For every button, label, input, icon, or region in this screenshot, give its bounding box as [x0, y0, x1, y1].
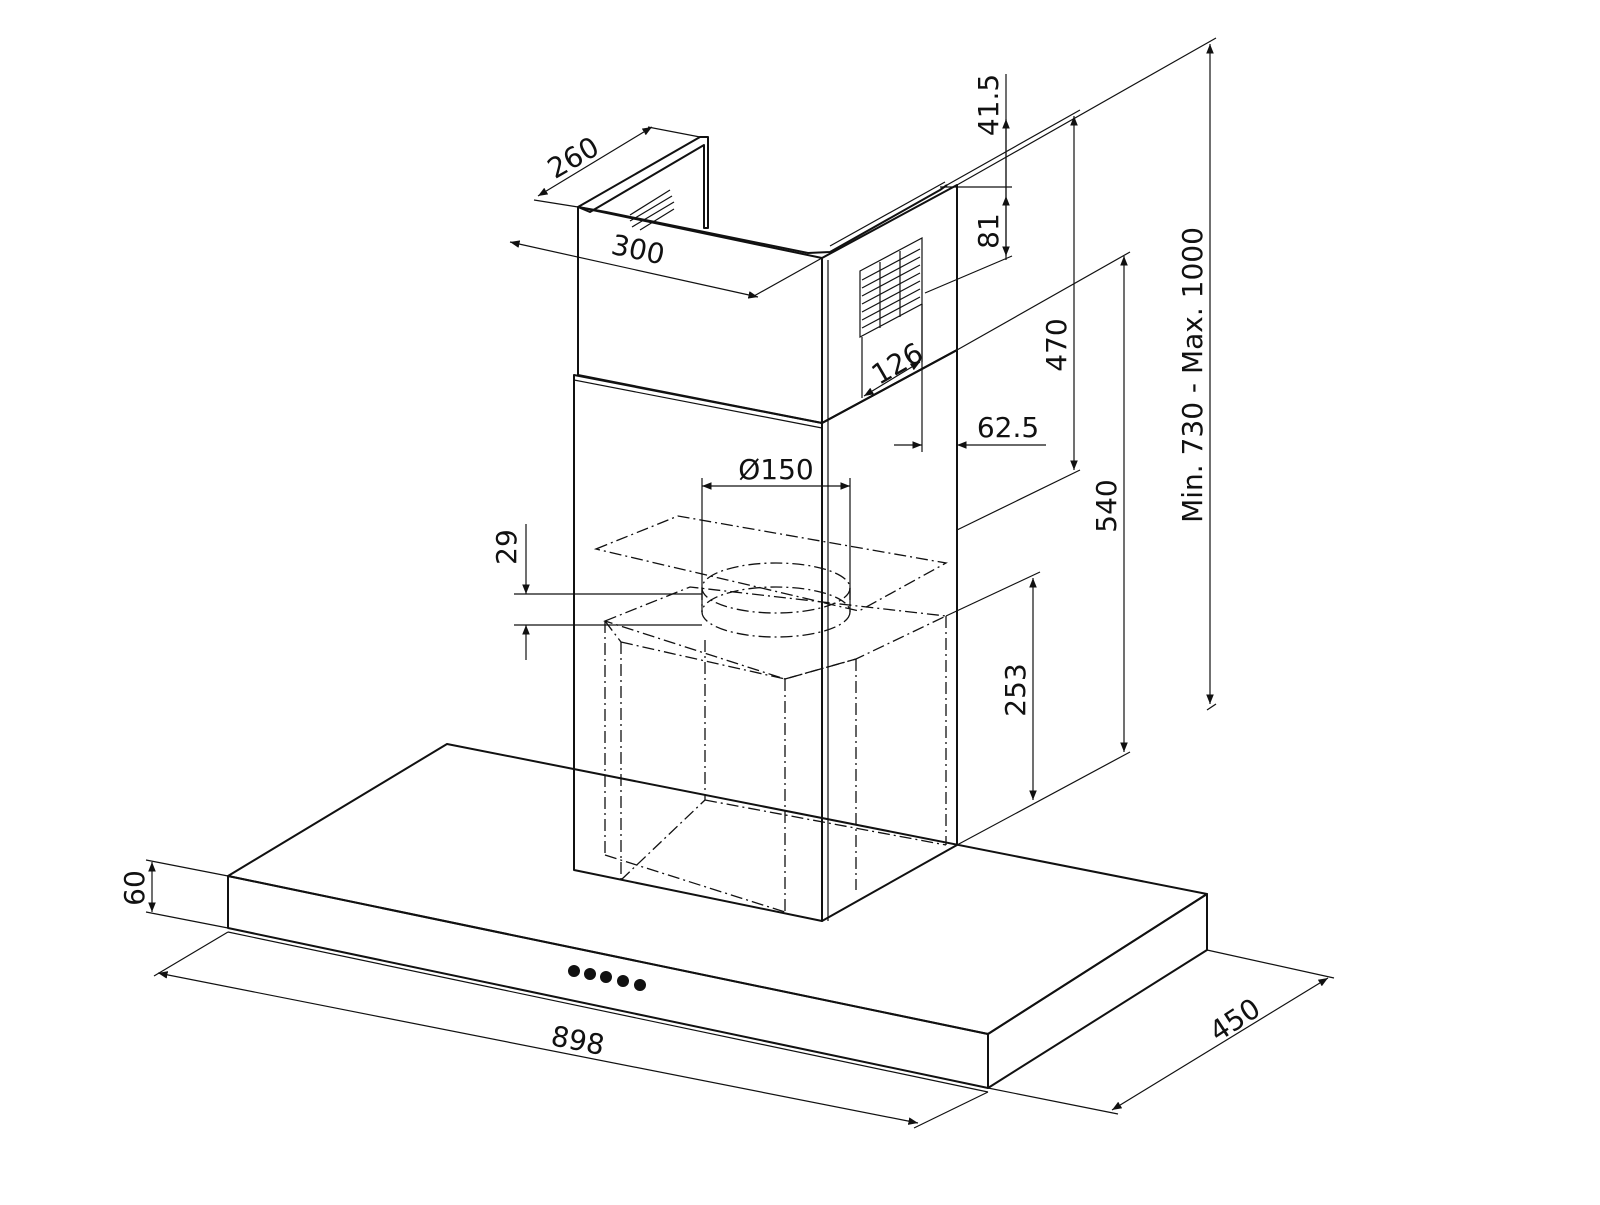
- control-buttons: [568, 965, 646, 991]
- dim-canopy-width: 898: [153, 931, 989, 1129]
- dim-chimney-upper: 470: [946, 109, 1081, 531]
- dim-label-81: 81: [972, 213, 1005, 249]
- lower-chimney: [573, 349, 958, 922]
- dim-label-29: 29: [490, 529, 523, 565]
- dim-outlet-offset: 29: [490, 524, 702, 660]
- dim-label-d150: Ø150: [738, 453, 813, 486]
- dim-label-260: 260: [542, 130, 605, 185]
- dim-label-62-5: 62.5: [977, 411, 1039, 444]
- dim-motor-height: 253: [945, 571, 1041, 800]
- dim-label-60: 60: [118, 870, 151, 906]
- upper-chimney: [577, 136, 958, 424]
- control-button: [617, 975, 629, 987]
- control-button: [600, 971, 612, 983]
- dim-label-253: 253: [999, 663, 1032, 716]
- dim-chimney-lower: 540: [956, 251, 1131, 846]
- dim-duct-diameter: Ø150: [701, 453, 851, 612]
- dim-vent-height: 81: [924, 186, 1013, 294]
- dim-label-540: 540: [1090, 479, 1123, 532]
- back-vent: [629, 189, 675, 231]
- dim-depth-top: 300: [509, 207, 823, 299]
- side-vent-grille: [859, 237, 923, 338]
- control-button: [584, 968, 596, 980]
- dim-canopy-depth: 450: [987, 949, 1335, 1115]
- dim-label-300: 300: [608, 228, 667, 271]
- dim-label-41-5: 41.5: [972, 74, 1005, 136]
- dim-label-898: 898: [548, 1019, 607, 1062]
- control-button: [634, 979, 646, 991]
- dim-label-450: 450: [1203, 992, 1266, 1049]
- dim-canopy-height: 60: [118, 859, 229, 929]
- motor-housing-hidden: [593, 515, 949, 913]
- dim-label-range: Min. 730 - Max. 1000: [1176, 227, 1209, 523]
- dim-label-470: 470: [1040, 318, 1073, 371]
- canopy: [227, 743, 1208, 1093]
- control-button: [568, 965, 580, 977]
- dim-offset-side: 62.5: [894, 304, 1046, 452]
- dim-height-range: Min. 730 - Max. 1000: [956, 37, 1217, 711]
- dim-gap-top: 41.5: [972, 74, 1010, 260]
